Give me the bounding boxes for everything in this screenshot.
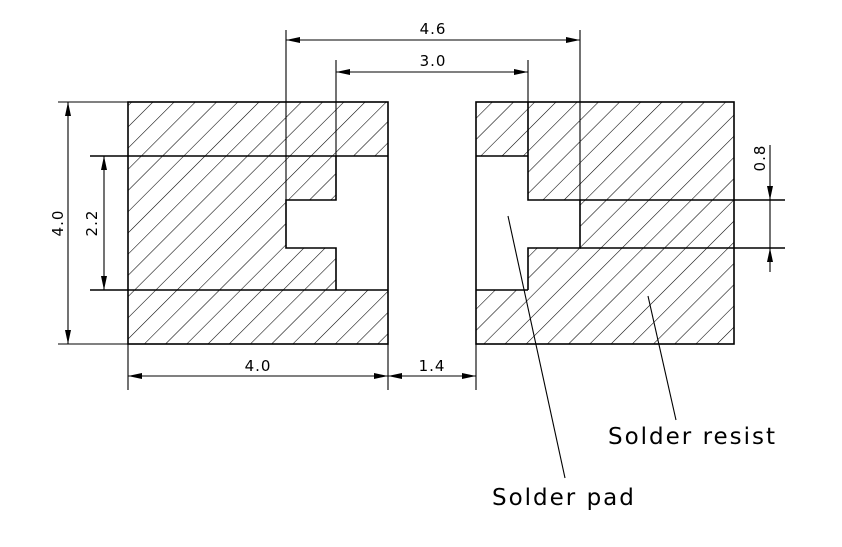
dim-slot: 0.8 — [751, 145, 773, 272]
right-footprint — [475, 101, 785, 345]
dim-pad-height-label: 2.2 — [83, 210, 101, 237]
right-pad-notch — [527, 102, 581, 290]
right-outline — [475, 101, 735, 345]
callout-solder-pad: Solder pad — [492, 215, 636, 511]
dim-width-label: 4.0 — [245, 357, 272, 375]
dim-inner-pitch: 3.0 — [335, 52, 529, 156]
left-outline — [127, 101, 389, 345]
right-solder-resist-hatch — [476, 102, 734, 344]
dim-outer-pitch-label: 4.6 — [420, 20, 447, 38]
dim-gap: 1.4 — [388, 344, 477, 390]
left-pad-notch — [285, 156, 337, 290]
callout-solder-resist-label: Solder resist — [608, 424, 777, 450]
dim-pad-height: 2.2 — [83, 156, 107, 290]
dim-height-label: 4.0 — [49, 210, 67, 237]
left-solder-resist-hatch — [128, 102, 388, 344]
left-footprint — [90, 101, 389, 345]
dim-width: 4.0 — [127, 344, 389, 390]
callout-solder-pad-label: Solder pad — [492, 485, 636, 511]
callout-solder-resist: Solder resist — [608, 295, 777, 450]
dim-gap-label: 1.4 — [419, 357, 446, 375]
dim-inner-pitch-label: 3.0 — [420, 52, 447, 70]
dim-height: 4.0 — [49, 101, 128, 345]
dim-slot-label: 0.8 — [751, 145, 769, 172]
dim-outer-pitch: 4.6 — [285, 20, 581, 200]
